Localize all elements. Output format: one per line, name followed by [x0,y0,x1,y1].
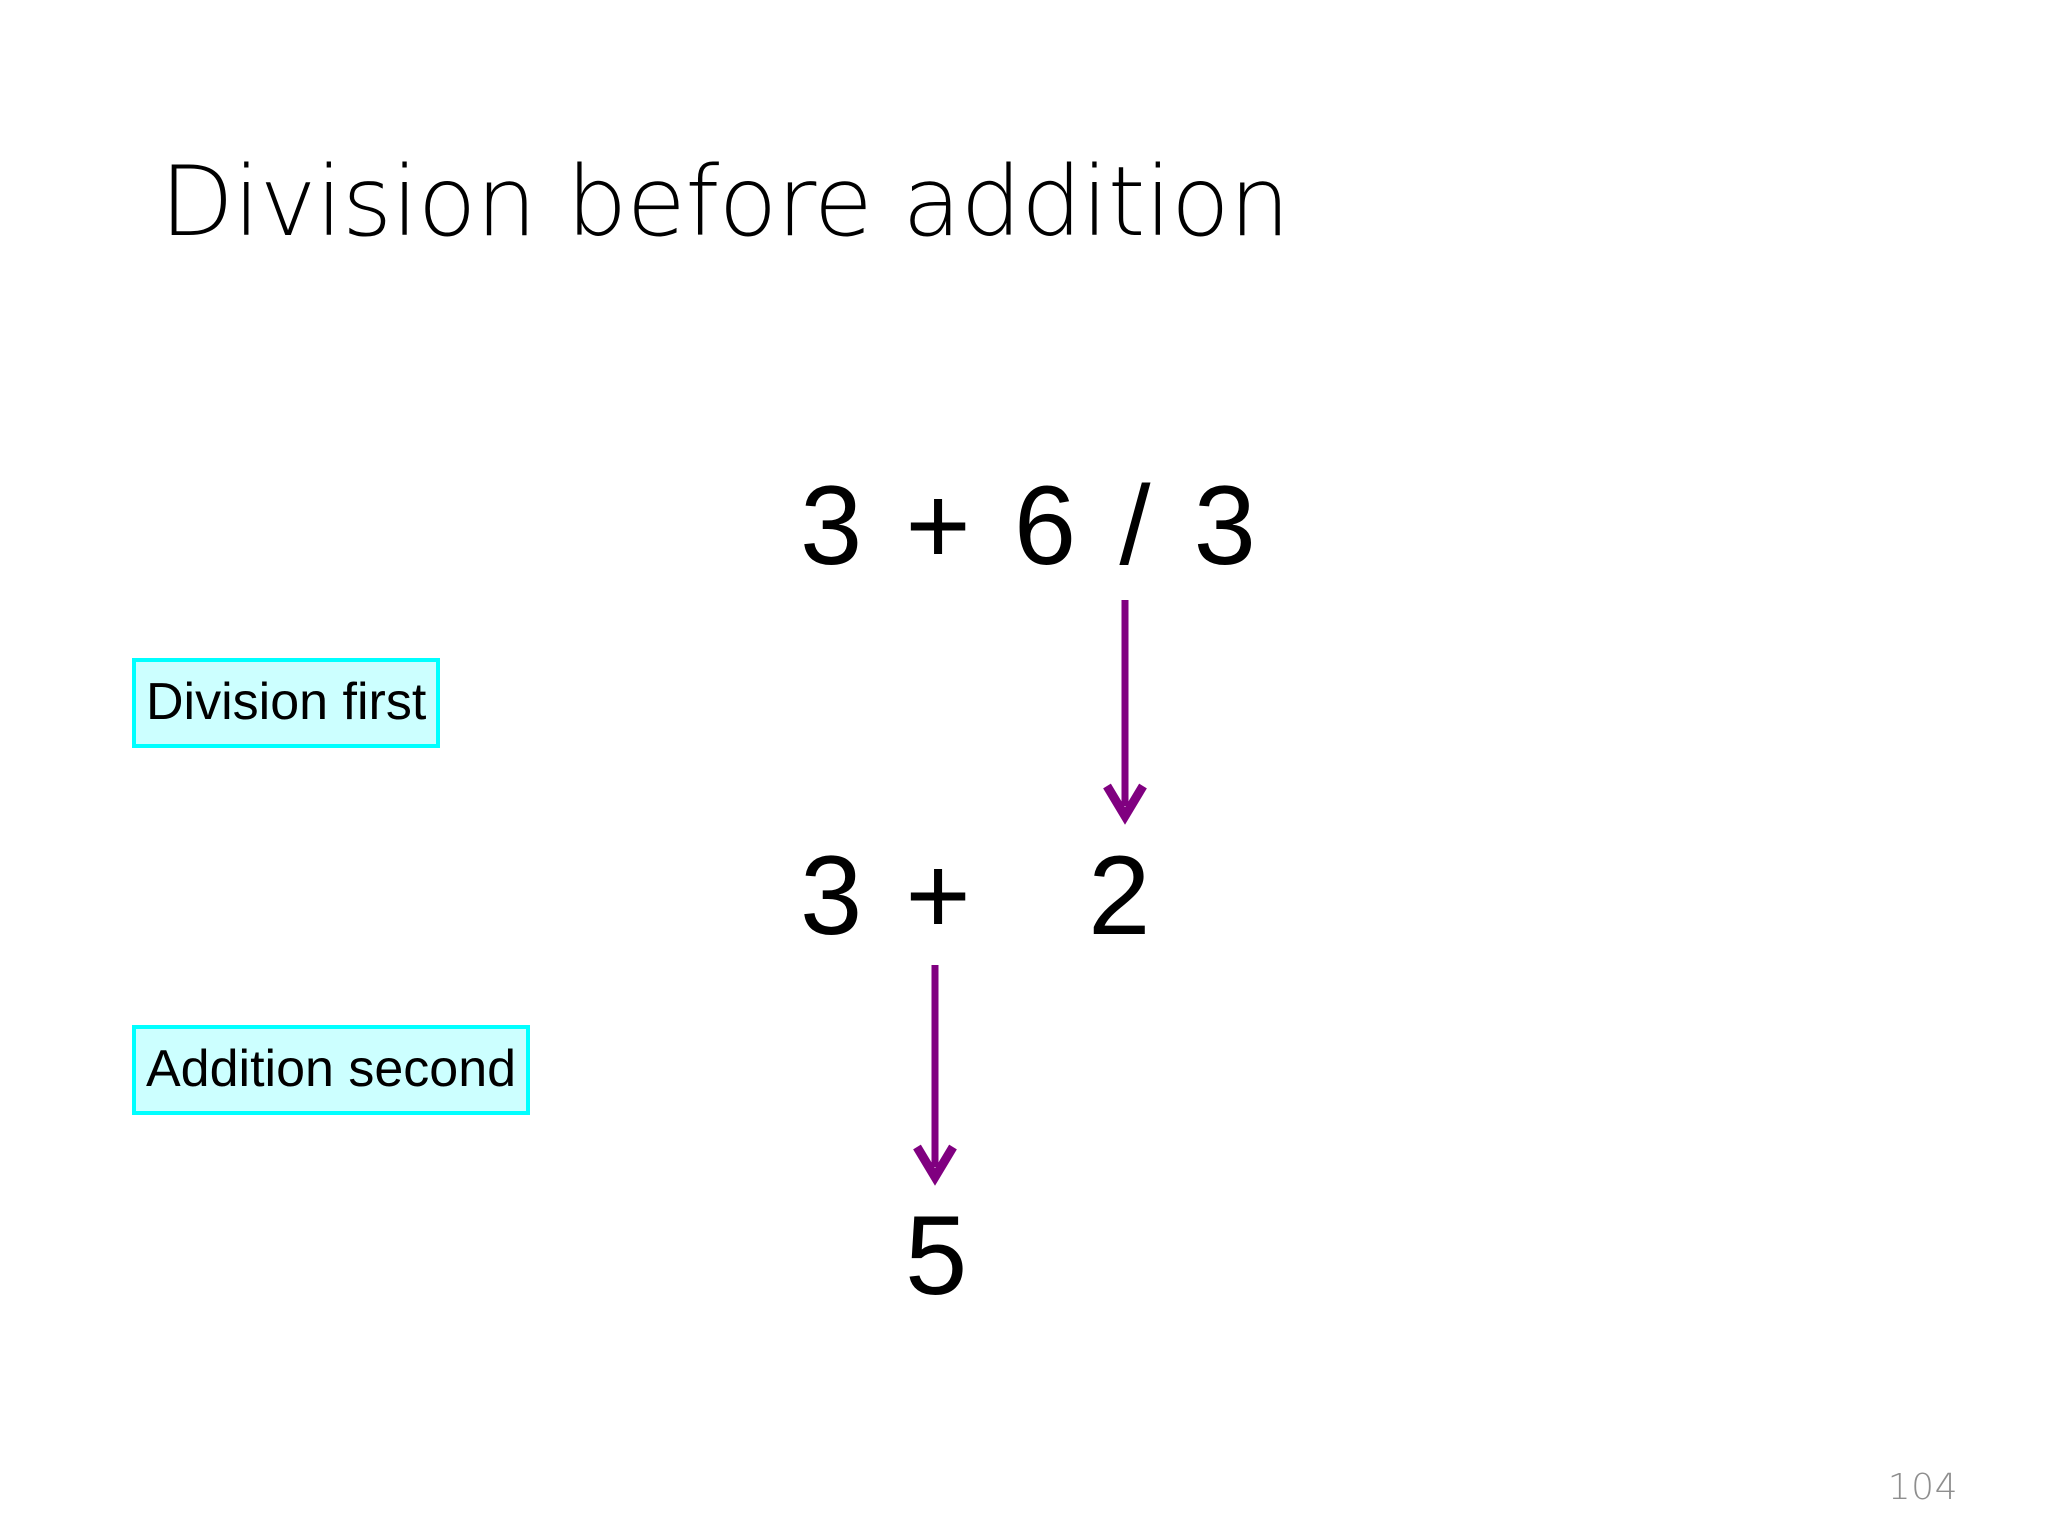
callout-division-first-label: Division first [146,673,427,731]
equation-result: 5 [905,1193,968,1318]
arrow-division-step-icon [1103,600,1147,825]
arrow-addition-step-icon [913,965,957,1186]
equation-line-1: 3 + 6 / 3 [800,463,1262,588]
equation-line-2: 3 + 2 [800,833,1157,958]
callout-addition-second-label: Addition second [146,1040,517,1098]
page-title: Division before addition [160,146,1290,258]
callout-division-first: Division first [132,658,441,748]
callout-addition-second: Addition second [132,1025,531,1115]
page-number: 104 [1887,1467,1958,1508]
